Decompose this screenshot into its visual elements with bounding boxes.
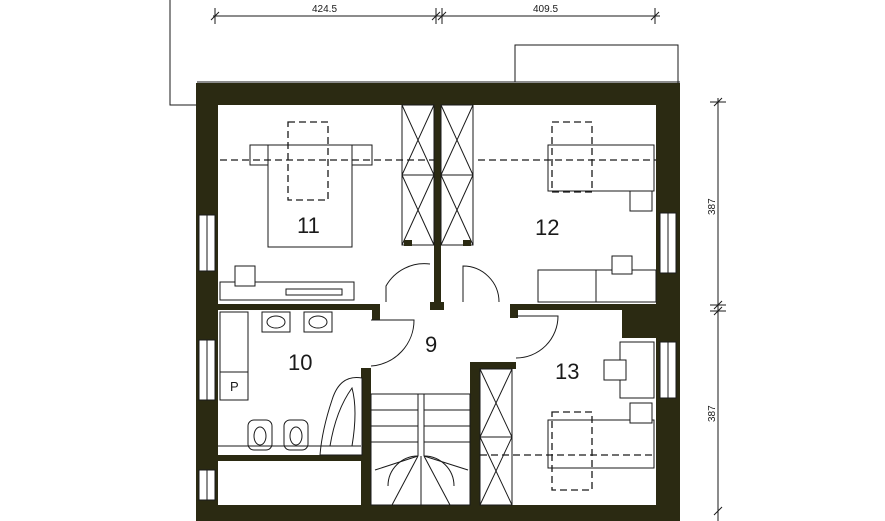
room-label-12: 12 — [535, 215, 559, 240]
interior-walls — [218, 105, 656, 505]
windows-left — [198, 214, 216, 501]
room-11-furniture — [219, 121, 434, 301]
dimension-right-upper: 387 — [707, 198, 718, 215]
windows-right — [659, 212, 677, 399]
staircase — [370, 393, 471, 506]
dimension-top-right: 409.5 — [533, 4, 558, 15]
doors — [370, 263, 559, 367]
room-12-furniture — [478, 121, 657, 303]
dimension-right: 387 387 — [707, 97, 726, 521]
exterior-walls — [196, 83, 680, 521]
dimension-top: 424.5 409.5 — [210, 4, 660, 24]
bathroom-fixtures: P — [218, 311, 363, 456]
room-label-9: 9 — [425, 332, 437, 357]
wardrobes — [401, 104, 513, 506]
p-label: P — [230, 379, 239, 394]
room-label-10: 10 — [288, 350, 312, 375]
dimension-top-left: 424.5 — [312, 4, 337, 15]
dimension-right-lower: 387 — [707, 405, 718, 422]
room-labels: 11 12 9 10 13 — [288, 213, 579, 384]
room-label-11: 11 — [297, 213, 320, 238]
room-label-13: 13 — [555, 359, 579, 384]
room-13-furniture — [480, 341, 656, 491]
